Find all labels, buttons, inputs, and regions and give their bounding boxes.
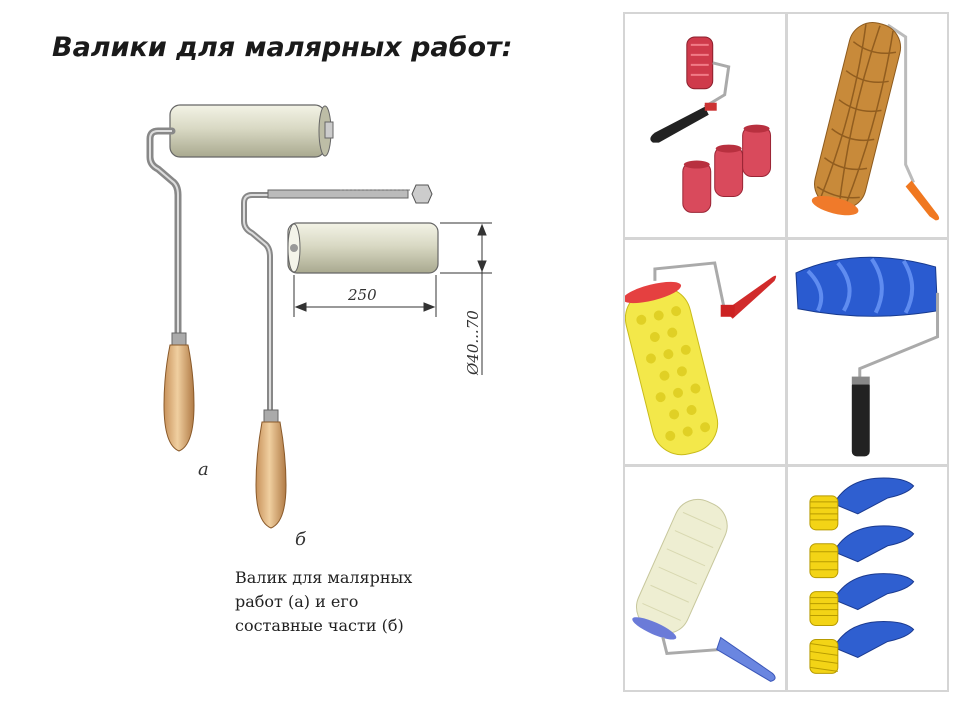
gallery-item-orange-roller: [787, 14, 947, 238]
label-a: а: [198, 459, 209, 480]
orange-fiber-roller-icon: [811, 22, 939, 221]
gallery-item-blue-roller: [787, 240, 947, 464]
caption-line-1: Валик для малярных: [235, 568, 413, 587]
caption-line-3: составные части (б): [235, 616, 404, 635]
gallery-item-white-roller: [625, 466, 785, 690]
spiked-roller-2: [808, 524, 914, 578]
spiked-roller-3: [808, 572, 914, 626]
yellow-foam-roller-icon: [625, 261, 777, 456]
white-fleece-roller-icon: [632, 498, 776, 682]
gallery-item-spiked-rollers: [787, 466, 947, 690]
drawing-caption: Валик для малярных работ (а) и его соста…: [235, 566, 412, 638]
dimension-length: 250: [347, 286, 377, 304]
roller-photo-grid: [623, 12, 949, 692]
yellow-spiked-rollers-icon: [808, 477, 914, 674]
assembled-roller-a: а: [146, 104, 334, 480]
blue-texture-roller-icon: [794, 257, 939, 457]
dimension-diameter: Ø40...70: [464, 310, 482, 376]
gallery-item-yellow-roller: [625, 240, 785, 464]
disassembled-roller-b: б 250 Ø40...70: [241, 184, 492, 550]
label-b: б: [295, 529, 307, 550]
spiked-roller-1: [808, 477, 914, 530]
spiked-roller-4: [808, 620, 914, 674]
caption-line-2: работ (а) и его: [235, 592, 359, 611]
page-title: Валики для малярных работ:: [52, 32, 513, 63]
roller-technical-drawing: а б 250 Ø40...70: [146, 104, 492, 550]
patterned-roller-set-icon: [650, 36, 772, 213]
gallery-item-patterned-roller: [625, 14, 785, 238]
